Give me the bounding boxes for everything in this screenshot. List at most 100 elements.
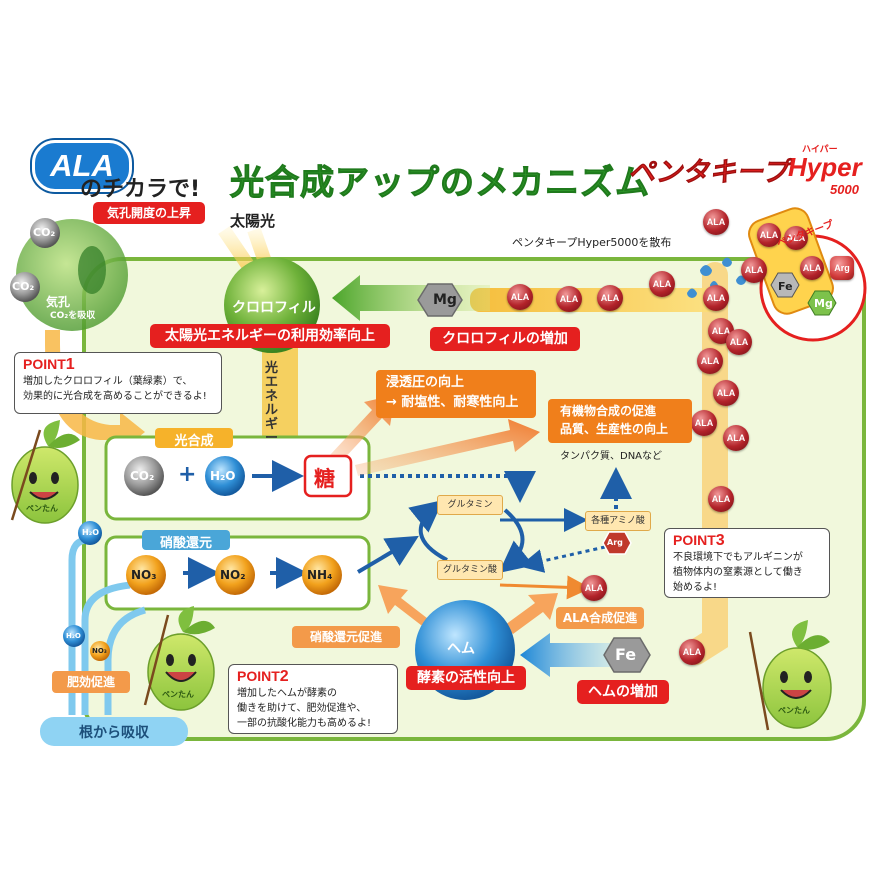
ala-ball: ALA bbox=[703, 209, 729, 235]
glutamate-box: グルタミン酸 bbox=[437, 560, 503, 580]
glutamine-box: グルタミン bbox=[437, 495, 503, 515]
photosynthesis-title-bg bbox=[155, 428, 233, 448]
enzyme-label: 酵素の活性向上 bbox=[406, 666, 526, 690]
nitrate-promo-arrow bbox=[378, 585, 436, 632]
h2o-small-label-2: H₂O bbox=[66, 632, 81, 640]
protein-label: タンパク質、DNAなど bbox=[560, 451, 663, 462]
point1-number: 1 bbox=[65, 356, 75, 373]
glutamate-to-ala bbox=[499, 575, 591, 600]
photosynthesis-title: 光合成 bbox=[174, 434, 214, 449]
h2o-molecule bbox=[205, 456, 245, 496]
heme-arrow bbox=[520, 633, 612, 677]
ala-ball: ALA bbox=[649, 271, 675, 297]
point1-text1: 増加したクロロフィル（葉緑素）で、 bbox=[23, 376, 193, 387]
chlorophyll-increase-label: クロロフィルの増加 bbox=[430, 327, 580, 351]
sugar-box bbox=[303, 454, 353, 498]
point2-text2: 働きを助けて、肥効促進や、 bbox=[237, 703, 367, 714]
spray-drops bbox=[687, 257, 746, 298]
chlorophyll-label: クロロフィル bbox=[232, 300, 316, 316]
osmotic-box: 浸透圧の向上 → 耐塩性、耐寒性向上 bbox=[376, 370, 536, 418]
nh4-molecule bbox=[302, 555, 342, 595]
ala-ball: ALA bbox=[679, 639, 705, 665]
mg-hexagon bbox=[417, 283, 463, 317]
point3-callout: POINT3 不良環境下でもアルギニンが 植物体内の窒素源として働き 始めるよ! bbox=[664, 528, 830, 598]
stoma-sub: CO₂を吸収 bbox=[50, 311, 96, 321]
glutamine-cycle-right bbox=[498, 508, 534, 574]
point3-text3: 始めるよ! bbox=[673, 582, 718, 593]
brand-number: 5000 bbox=[830, 182, 859, 197]
product-ala-ball: ALA bbox=[800, 256, 824, 280]
mascot-right-name: ペンたん bbox=[778, 706, 810, 715]
osmotic-line1: 浸透圧の向上 bbox=[386, 375, 465, 390]
h2o-small-ball bbox=[78, 521, 102, 545]
mascot-middle bbox=[143, 606, 215, 711]
stoma-label: 気孔 bbox=[46, 295, 71, 309]
ala-ball: ALA bbox=[741, 257, 767, 283]
h2o-molecule-label: H₂O bbox=[210, 469, 236, 483]
no3-small-label: NO₃ bbox=[92, 647, 107, 655]
point3-label: POINT bbox=[673, 532, 716, 548]
nitrate-promo-label: 硝酸還元促進 bbox=[292, 626, 400, 648]
arrow-nh4-glutamine bbox=[356, 535, 419, 574]
ala-ball: ALA bbox=[726, 329, 752, 355]
organic-line2: 品質、生産性の向上 bbox=[560, 422, 669, 436]
efficiency-label: 太陽光エネルギーの利用効率向上 bbox=[150, 324, 390, 348]
point3-text1: 不良環境下でもアルギニンが bbox=[673, 552, 803, 563]
brand-hyper: Hyper bbox=[788, 152, 862, 182]
stoma-cell bbox=[78, 246, 106, 294]
point2-label: POINT bbox=[237, 668, 280, 684]
ala-ball: ALA bbox=[507, 284, 533, 310]
product-ala-ball: Arg bbox=[830, 256, 854, 280]
h2o-small-label: H₂O bbox=[82, 528, 99, 537]
mascot-middle-name: ペンたん bbox=[162, 690, 194, 699]
nh4-label: NH₄ bbox=[307, 568, 333, 582]
no2-molecule bbox=[215, 555, 255, 595]
mascot-left bbox=[10, 420, 80, 524]
ala-ball: ALA bbox=[697, 348, 723, 374]
sugar-dotted-arrow bbox=[360, 471, 536, 503]
sugar-label: 糖 bbox=[314, 467, 335, 491]
arg-hexagon bbox=[602, 531, 632, 555]
h2o-small-ball-2 bbox=[63, 625, 85, 647]
ala-badge: ALA bbox=[32, 140, 132, 192]
heme-label: ヘム bbox=[447, 641, 475, 657]
no3-label: NO₃ bbox=[131, 568, 157, 582]
ala-ball: ALA bbox=[691, 410, 717, 436]
product-mg-hex bbox=[807, 290, 837, 316]
ala-ball: ALA bbox=[708, 318, 734, 344]
root-absorption-pill bbox=[40, 717, 188, 746]
co2-molecule-label: CO₂ bbox=[130, 469, 155, 483]
fertilizer-label: 肥効促進 bbox=[52, 671, 130, 693]
point2-callout: POINT2 増加したヘムが酵素の 働きを助けて、肥効促進や、 一部の抗酸化能力… bbox=[228, 664, 398, 734]
co2-label-a: CO₂ bbox=[33, 226, 56, 239]
ala-badge-text: ALA bbox=[50, 148, 114, 183]
no2-label: NO₂ bbox=[220, 568, 246, 582]
ala-ball: ALA bbox=[713, 380, 739, 406]
ala-ball: ALA bbox=[708, 486, 734, 512]
point1-text2: 効果的に光合成を高めることができるよ! bbox=[23, 391, 207, 402]
heme-increase-label: ヘムの増加 bbox=[577, 680, 669, 704]
point3-text2: 植物体内の窒素源として働き bbox=[673, 567, 803, 578]
root-pipe-2 bbox=[81, 581, 131, 715]
spray-label: ペンタキープHyper5000を散布 bbox=[512, 236, 672, 249]
organic-line1: 有機物合成の促進 bbox=[560, 404, 657, 418]
fe-hexagon bbox=[603, 637, 651, 673]
root-absorption-label: 根から吸収 bbox=[79, 725, 149, 741]
no3-molecule bbox=[126, 555, 166, 595]
ala-ball: ALA bbox=[597, 285, 623, 311]
brand-name: ペンタキープ bbox=[628, 157, 789, 189]
arg-dotted-arrow bbox=[519, 545, 606, 573]
point2-number: 2 bbox=[279, 668, 289, 685]
amino-acids-box: 各種アミノ酸 bbox=[585, 511, 651, 531]
point3-number: 3 bbox=[715, 532, 725, 549]
organic-arrow bbox=[355, 419, 540, 476]
product-ala-ball: ALA bbox=[757, 223, 781, 247]
no3-small-ball bbox=[90, 641, 110, 661]
plus-sign: + bbox=[178, 462, 197, 487]
nitrate-title: 硝酸還元 bbox=[159, 536, 212, 551]
co2-ball-a bbox=[30, 218, 60, 248]
ala-synthesis-label: ALA合成促進 bbox=[556, 607, 644, 629]
co2-inflow-arrow bbox=[45, 330, 145, 452]
osmotic-line2: → 耐塩性、耐寒性向上 bbox=[386, 395, 519, 410]
